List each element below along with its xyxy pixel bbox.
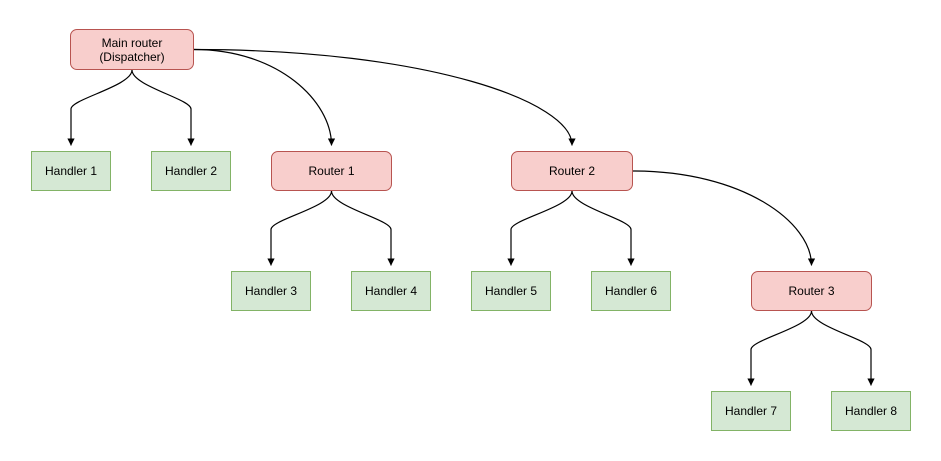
node-handler-7[interactable]: Handler 7 [711, 391, 791, 431]
node-handler-2[interactable]: Handler 2 [151, 151, 231, 191]
edge-router-3-to-handler-8 [810, 310, 875, 386]
edge-main-router-to-router-2 [193, 48, 576, 146]
node-router-1[interactable]: Router 1 [271, 151, 392, 191]
node-router-2[interactable]: Router 2 [511, 151, 633, 191]
node-main-router[interactable]: Main router (Dispatcher) [70, 29, 194, 70]
edge-router-2-to-handler-5 [507, 190, 573, 266]
node-handler-4[interactable]: Handler 4 [351, 271, 431, 311]
node-router-3[interactable]: Router 3 [751, 271, 872, 311]
node-handler-1[interactable]: Handler 1 [31, 151, 111, 191]
node-handler-5[interactable]: Handler 5 [471, 271, 551, 311]
node-label-main-router: Main router (Dispatcher) [99, 35, 165, 64]
node-label-handler-6: Handler 6 [604, 284, 658, 298]
node-handler-3[interactable]: Handler 3 [231, 271, 311, 311]
edge-main-router-to-handler-1 [67, 69, 133, 146]
edge-main-router-to-handler-2 [131, 69, 195, 146]
edge-router-1-to-handler-4 [330, 190, 395, 266]
edge-main-router-to-router-1 [193, 48, 336, 146]
node-label-router-2: Router 2 [548, 164, 596, 178]
node-handler-8[interactable]: Handler 8 [831, 391, 911, 431]
node-label-handler-3: Handler 3 [244, 284, 298, 298]
edge-router-1-to-handler-3 [267, 190, 333, 266]
node-label-handler-8: Handler 8 [844, 404, 898, 418]
node-label-router-3: Router 3 [788, 284, 835, 298]
edge-router-3-to-handler-7 [747, 310, 813, 386]
node-label-handler-2: Handler 2 [164, 164, 218, 178]
node-label-handler-5: Handler 5 [484, 284, 538, 298]
node-label-handler-1: Handler 1 [44, 164, 98, 178]
edge-router-2-to-handler-6 [571, 190, 635, 266]
node-label-handler-7: Handler 7 [724, 404, 778, 418]
node-handler-6[interactable]: Handler 6 [591, 271, 671, 311]
node-label-router-1: Router 1 [308, 164, 355, 178]
node-label-handler-4: Handler 4 [364, 284, 418, 298]
edge-router-2-to-router-3 [632, 170, 816, 266]
